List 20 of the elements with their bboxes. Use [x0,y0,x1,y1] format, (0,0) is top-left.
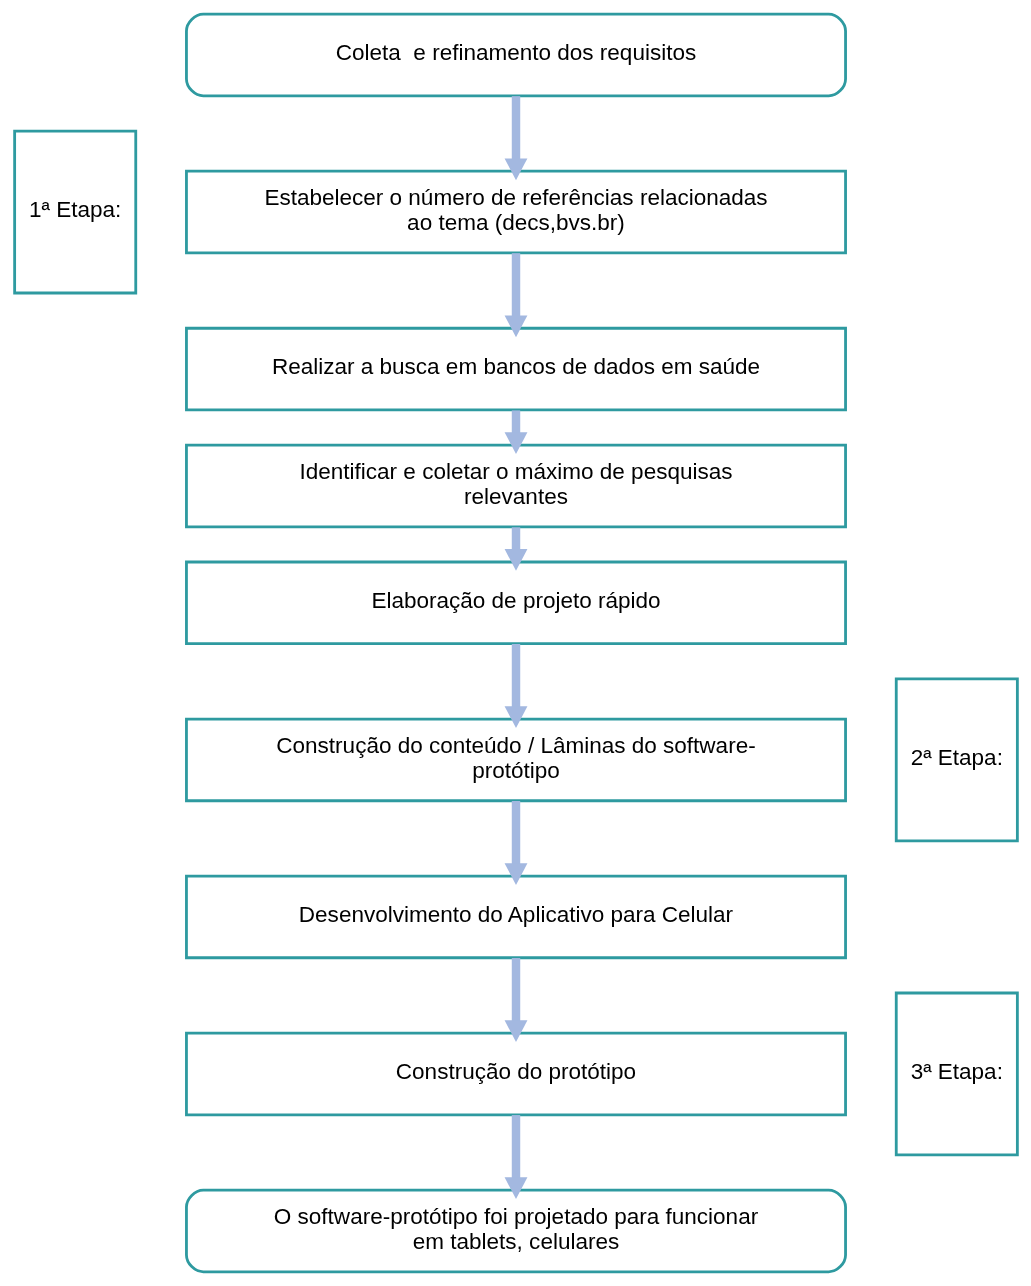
node-box: Construção do protótipo [184,1031,847,1117]
arrow [504,801,527,886]
arrow [504,1115,527,1200]
arrow [504,253,527,338]
arrow [504,527,527,571]
node-box: Estabelecer o número de referências relacionadas ao tema (decs,bvs.br) [184,169,847,255]
node-box: Coleta e refinamento dos requisitos [184,12,847,98]
arrow [504,410,527,454]
arrow [504,644,527,728]
arrow [504,96,527,181]
node-box: Construção do conteúdo / Lâminas do software-protótipo [184,717,847,803]
node-box: Identificar e coletar o máximo de pesquisas relevantes [184,443,847,529]
arrow [504,958,527,1043]
node-box: 2ª Etapa: [894,677,1019,843]
node-box: Realizar a busca em bancos de dados em saúde [184,326,847,412]
node-box: Desenvolvimento do Aplicativo para Celular [184,874,847,960]
node-box: 1ª Etapa: [12,129,137,295]
node-box: 3ª Etapa: [894,991,1019,1157]
node-box: O software-protótipo foi projetado para funcionar em tablets, celulares [184,1188,847,1274]
node-box: Elaboração de projeto rápido [184,560,847,646]
